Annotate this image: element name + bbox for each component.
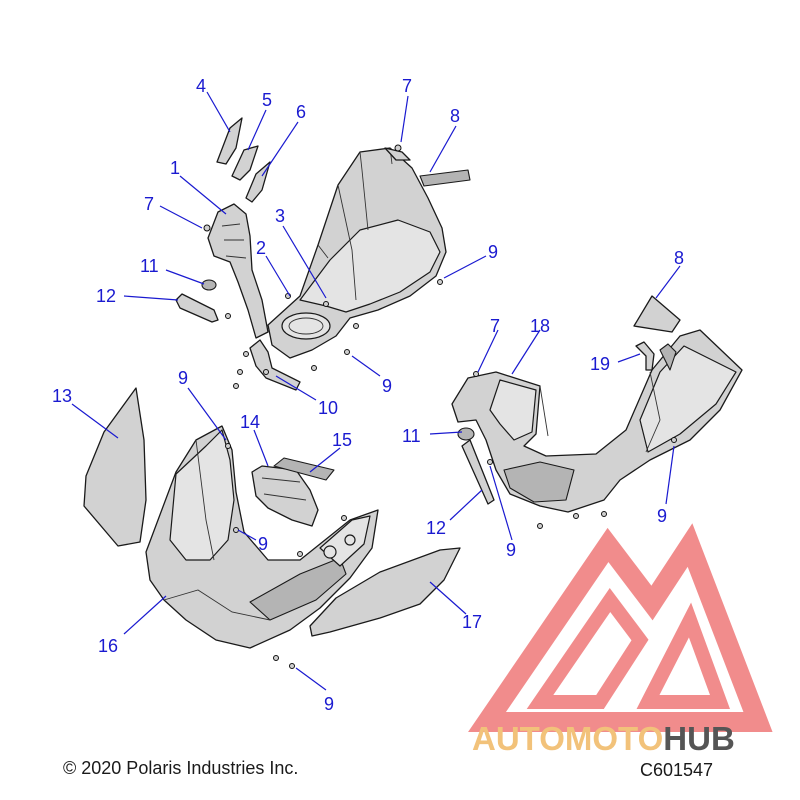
- callout-label: 6: [296, 102, 306, 122]
- diagram-code: C601547: [640, 760, 714, 780]
- callout-label: 3: [275, 206, 285, 226]
- upper-floor-assembly: [267, 147, 447, 359]
- callout-label: 7: [402, 76, 412, 96]
- callout-label: 4: [196, 76, 206, 96]
- right-hardware: [457, 341, 677, 529]
- callout-label: 5: [262, 90, 272, 110]
- callout-label: 9: [324, 694, 334, 714]
- callout-label: 9: [657, 506, 667, 526]
- callout-label: 13: [52, 386, 72, 406]
- callout-label: 2: [256, 238, 266, 258]
- callout-label: 9: [506, 540, 516, 560]
- lower-floor-assembly: [145, 425, 379, 649]
- callout-label: 7: [144, 194, 154, 214]
- mount-bracket-10: [249, 339, 301, 391]
- callout-label: 9: [488, 242, 498, 262]
- callout-label: 18: [530, 316, 550, 336]
- pad-8-top: [419, 169, 471, 187]
- callout-label: 16: [98, 636, 118, 656]
- callout-label: 15: [332, 430, 352, 450]
- automotohub-logo: [468, 523, 773, 732]
- bracket-14: [251, 457, 335, 527]
- callouts: 4 5 6 7 8 1 7 3 2 9 11 12 9 10 8 7 18 19…: [52, 76, 684, 714]
- side-panel-17: [309, 547, 461, 637]
- callout-label: 12: [96, 286, 116, 306]
- callout-label: 9: [382, 376, 392, 396]
- wordmark-part-a: AUTOMOTO: [472, 720, 663, 757]
- leader-lines: [71, 91, 681, 691]
- callout-label: 8: [674, 248, 684, 268]
- pad-4: [216, 117, 243, 165]
- fasteners-upper: [203, 144, 443, 389]
- callout-label: 8: [450, 106, 460, 126]
- pad-15: [273, 457, 335, 481]
- svg-text:AUTOMOTOHUB: AUTOMOTOHUB: [472, 720, 735, 757]
- upper-bracket: [175, 279, 219, 323]
- callout-label: 1: [170, 158, 180, 178]
- callout-label: 9: [258, 534, 268, 554]
- callout-label: 12: [426, 518, 446, 538]
- side-panel-13: [83, 387, 147, 547]
- callout-label: 19: [590, 354, 610, 374]
- pad-8-right: [633, 295, 681, 333]
- callout-label: 11: [402, 426, 421, 446]
- fasteners-lower: [225, 443, 347, 669]
- wordmark-part-b: HUB: [663, 720, 735, 757]
- copyright-notice: © 2020 Polaris Industries Inc.: [63, 758, 299, 778]
- automotohub-wordmark: AUTOMOTOHUB: [472, 720, 735, 757]
- callout-label: 17: [462, 612, 482, 632]
- front-side-panel: [207, 203, 269, 339]
- callout-label: 11: [140, 256, 159, 276]
- callout-label: 9: [178, 368, 188, 388]
- trim-pads: [216, 117, 471, 203]
- right-rocker-assembly: [451, 295, 743, 513]
- callout-label: 10: [318, 398, 338, 418]
- pad-5: [231, 145, 259, 181]
- callout-label: 7: [490, 316, 500, 336]
- callout-label: 14: [240, 412, 260, 432]
